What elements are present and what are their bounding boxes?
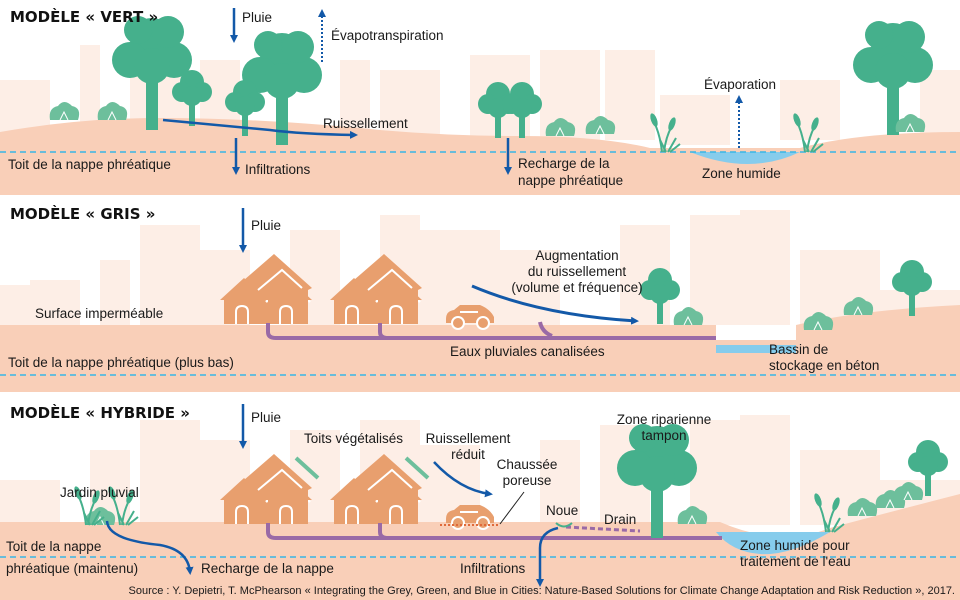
label-recharge-1: Recharge de la	[518, 156, 610, 171]
panel-hybrid-model: MODÈLE « HYBRIDE » Pluie Toits végétalis…	[0, 403, 960, 600]
label-water-table: Toit de la nappe phréatique (plus bas)	[8, 355, 234, 370]
panel-green-model: MODÈLE « VERT » Pluie Évapotranspiration…	[0, 7, 960, 195]
label-water-table-2: phréatique (maintenu)	[6, 561, 138, 576]
green-roof	[294, 456, 430, 480]
label-infiltration: Infiltrations	[460, 561, 526, 576]
ground	[0, 494, 960, 600]
porous-pointer	[499, 491, 525, 525]
label-rain-garden: Jardin pluvial	[60, 485, 139, 500]
label-basin-1: Bassin de	[769, 342, 828, 357]
label-swale: Noue	[546, 503, 578, 518]
label-reduced-runoff-2: réduit	[451, 447, 485, 462]
label-increased-runoff-3: (volume et fréquence)	[511, 280, 642, 295]
label-reduced-runoff-1: Ruissellement	[426, 431, 511, 446]
label-runoff: Ruissellement	[323, 116, 408, 131]
source-citation: Source : Y. Depietri, T. McPhearson « In…	[129, 585, 956, 597]
recharge-arrow	[105, 520, 194, 575]
label-basin-2: stockage en béton	[769, 358, 879, 373]
label-wetland-1: Zone humide pour	[740, 538, 850, 553]
label-rain: Pluie	[251, 410, 281, 425]
label-drain: Drain	[604, 512, 636, 527]
infiltration-arrow	[536, 526, 559, 587]
wetland-water	[690, 152, 800, 164]
runoff-arrow	[162, 118, 358, 139]
panel-title-grey: MODÈLE « GRIS »	[10, 204, 155, 223]
label-storm-pipes: Eaux pluviales canalisées	[450, 344, 605, 359]
label-wetland: Zone humide	[702, 166, 781, 181]
label-rain: Pluie	[242, 10, 272, 25]
label-increased-runoff-2: du ruissellement	[528, 264, 627, 279]
label-recharge: Recharge de la nappe	[201, 561, 334, 576]
label-evaporation: Évaporation	[704, 77, 776, 92]
panel-title-green: MODÈLE « VERT »	[10, 7, 158, 26]
label-rain: Pluie	[251, 218, 281, 233]
panel-title-hybrid: MODÈLE « HYBRIDE »	[10, 403, 190, 422]
label-evapotranspiration: Évapotranspiration	[331, 28, 444, 43]
panel-grey-model: MODÈLE « GRIS » Pluie Surface imperméabl…	[0, 204, 960, 392]
label-wetland-2: traitement de l'eau	[740, 554, 851, 569]
label-impermeable-surface: Surface imperméable	[35, 306, 163, 321]
increased-runoff-arrow	[471, 284, 639, 325]
label-riparian-1: Zone riparienne	[617, 412, 712, 427]
ground	[0, 118, 960, 195]
wetland-water	[716, 532, 830, 555]
bush-icon	[97, 101, 128, 121]
label-increased-runoff-1: Augmentation	[535, 248, 618, 263]
label-water-table: Toit de la nappe phréatique	[8, 157, 171, 172]
storm-pipe	[266, 321, 716, 340]
ground	[0, 305, 960, 392]
label-water-table-1: Toit de la nappe	[6, 539, 101, 554]
drain-pipe	[565, 525, 641, 533]
concrete-basin	[716, 345, 796, 353]
label-porous-2: poreuse	[503, 473, 552, 488]
storm-pipe	[266, 523, 722, 540]
label-infiltration: Infiltrations	[245, 162, 311, 177]
label-green-roofs: Toits végétalisés	[304, 431, 403, 446]
label-porous-1: Chaussée	[497, 457, 558, 472]
label-recharge-2: nappe phréatique	[518, 173, 623, 188]
reduced-runoff-arrow	[433, 461, 493, 498]
swale	[555, 522, 573, 528]
label-riparian-2: tampon	[641, 428, 686, 443]
bush-icon	[49, 101, 80, 121]
skyline	[0, 45, 960, 145]
